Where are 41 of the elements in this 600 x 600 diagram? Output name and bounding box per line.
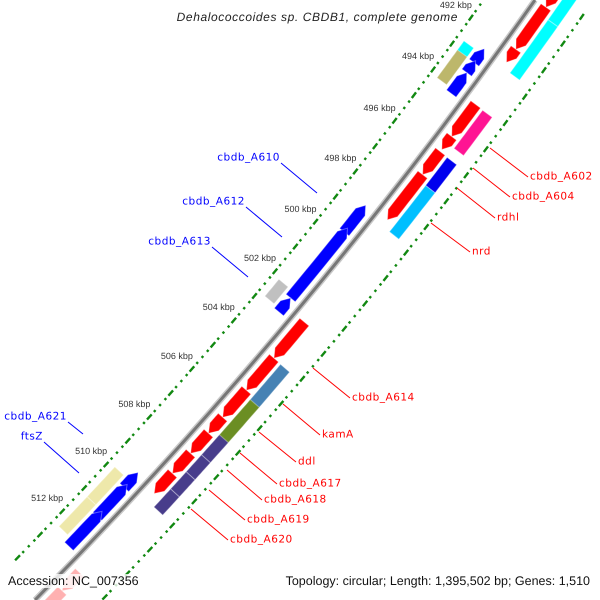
leader-line — [68, 422, 84, 434]
leader-line — [280, 162, 318, 194]
gene-label: cbdb_A614 — [352, 392, 415, 404]
position-label: 492 kbp — [440, 0, 472, 11]
gene-label: cbdb_A621 — [4, 410, 67, 424]
leader-line — [226, 470, 262, 500]
leader-line — [212, 246, 248, 278]
position-label: 504 kbp — [202, 303, 235, 314]
leader-line — [456, 188, 496, 218]
gene-label: cbdb_A604 — [512, 190, 575, 204]
gene-label: cbdb_A618 — [264, 494, 327, 506]
leader-line — [208, 490, 246, 520]
position-label: 494 kbp — [402, 52, 434, 62]
leader-line — [430, 222, 470, 252]
position-label: 498 kbp — [324, 154, 356, 164]
leader-line — [190, 508, 228, 540]
gene-label: cbdb_A619 — [247, 514, 310, 526]
accession-text: Accession: NC_007356 — [8, 574, 139, 588]
gene-label: cbdb_A602 — [530, 170, 593, 184]
leader-line — [44, 442, 80, 474]
leader-line — [258, 432, 296, 462]
leader-line — [472, 168, 510, 198]
leader-line — [240, 452, 278, 484]
map-title: Dehalococcoides sp. CBDB1, complete genome — [176, 10, 458, 24]
leader-line — [490, 148, 528, 178]
position-label: 496 kbp — [364, 104, 396, 114]
position-label: 500 kbp — [284, 204, 317, 215]
position-label: 506 kbp — [160, 352, 193, 362]
gene-label: cbdb_A617 — [279, 478, 342, 490]
gene-label: cbdb_A613 — [148, 236, 211, 248]
gene-label: cbdb_A620 — [230, 534, 293, 546]
position-label: 508 kbp — [118, 400, 150, 410]
leader-line — [312, 368, 350, 398]
leader-line — [282, 404, 320, 436]
gene-label: cbdb_A612 — [182, 196, 245, 208]
leader-line — [246, 206, 282, 238]
gene-label: cbdb_A610 — [217, 152, 280, 164]
position-label: 502 kbp — [244, 254, 276, 264]
genome-stats-text: Topology: circular; Length: 1,395,502 bp; Genes: 1,510 — [286, 574, 590, 588]
position-label: 512 kbp — [31, 494, 64, 504]
position-label: 510 kbp — [75, 447, 108, 458]
